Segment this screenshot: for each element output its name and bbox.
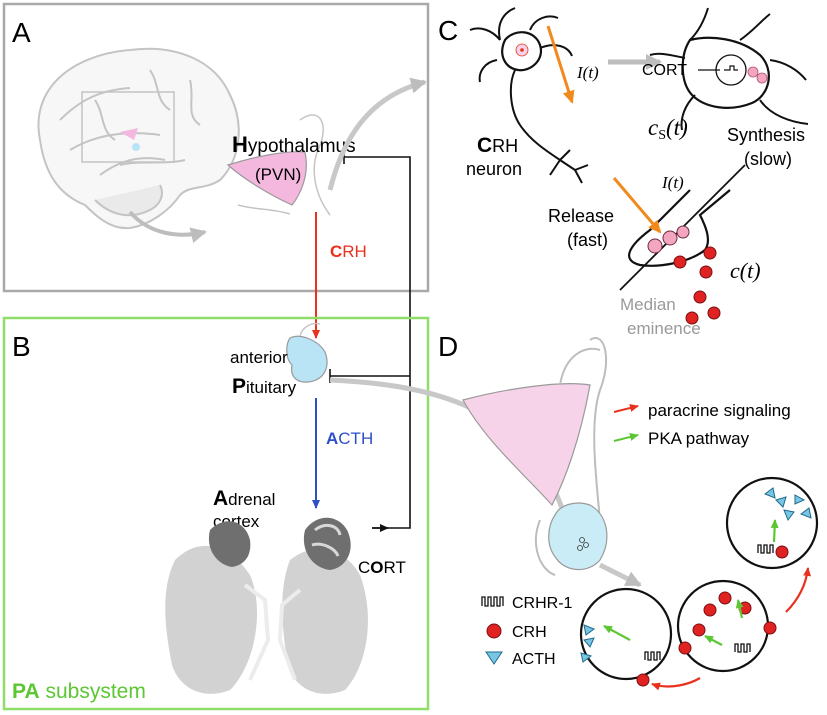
subsystem-label: PA subsystem: [12, 680, 146, 703]
crh-arrow-label: CRH: [330, 242, 367, 261]
brain-pituitary-dot: [132, 143, 140, 151]
key-acth-icon: [485, 651, 503, 665]
vesicle-1: [747, 66, 759, 78]
feedback-lines: [329, 150, 411, 529]
adrenal-label: Adrenal: [213, 487, 275, 510]
cort-label: CORT: [358, 558, 406, 577]
pka-arrows: [603, 519, 779, 646]
legend-pka-arrow: [613, 433, 639, 442]
pvn-label: (PVN): [255, 165, 301, 184]
panel-a-box: [2, 2, 430, 293]
acth-triangles: [580, 487, 812, 663]
vesicle-2: [756, 72, 768, 84]
pituitary-stalk: [299, 322, 321, 337]
released-crh-dots: [673, 246, 721, 325]
synthesis-speed-label: (slow): [744, 149, 792, 169]
synthesis-cell-drawing: [649, 7, 809, 131]
current-arrow-release: [612, 177, 662, 234]
key-crh-label: CRH: [512, 624, 547, 641]
synthesis-label: Synthesis: [727, 125, 805, 145]
acth-arrow-label: ACTH: [326, 429, 373, 448]
hypothalamus-label: Hypothalamus: [232, 132, 356, 157]
release-speed-label: (fast): [567, 230, 608, 250]
current-label-neuron: I(t): [576, 63, 599, 82]
crhr1-receptors: [644, 544, 774, 661]
brain-zoom-box: [81, 91, 175, 163]
panel-b-label: B: [12, 331, 31, 362]
conc-label: c(t): [730, 258, 761, 283]
cort-label-c: CORT: [642, 62, 687, 79]
release-label: Release: [548, 206, 614, 226]
paracrine-arrows: [651, 567, 812, 691]
zoom-arrow-to-c: [327, 77, 427, 191]
zoom-arrow-a: [128, 210, 207, 244]
brain-hypothalamus-dot: [120, 128, 138, 140]
neuron-nucleus-dot: [520, 48, 524, 52]
key-receptor-icon: [481, 596, 504, 607]
hypothalamus-pituitary-drawing: [462, 337, 608, 576]
crh-neuron-label-2: neuron: [466, 159, 522, 179]
current-label-release: I(t): [661, 173, 684, 192]
legend-paracrine-arrow: [613, 404, 639, 413]
release-vesicle-1: [647, 238, 663, 254]
median-label: Median: [620, 295, 676, 314]
legend-pka-label: PKA pathway: [648, 429, 750, 448]
release-vesicle-2: [662, 230, 678, 246]
key-crh-icon: [486, 623, 502, 639]
cs-label: cS(t): [648, 115, 688, 143]
crh-dots-cells: [636, 545, 789, 687]
panel-b-box: [2, 316, 430, 711]
brain-sketch: [37, 47, 240, 230]
panel-c-label: C: [438, 15, 458, 46]
current-arrow-neuron: [546, 25, 575, 104]
key-receptor-label: CRHR-1: [512, 595, 573, 612]
release-vesicle-3: [676, 225, 690, 239]
legend-paracrine-label: paracrine signaling: [648, 401, 791, 420]
pituitary-anterior-label: anterior: [230, 348, 288, 367]
zoom-arrow-to-cells: [598, 562, 642, 588]
pituitary-label: Pituitary: [232, 375, 297, 398]
eminence-label: eminence: [627, 319, 701, 338]
crh-neuron-drawing: [469, 7, 589, 184]
cell-nucleus: [715, 54, 747, 86]
panel-d-label: D: [438, 331, 458, 362]
key-acth-label: ACTH: [512, 651, 556, 668]
corticotroph-cells: [579, 476, 819, 681]
pituitary-drawing: [286, 335, 328, 383]
gene-glyph: [724, 65, 738, 71]
hypothalamus-drawing: [226, 114, 331, 216]
crh-neuron-label: CRH: [477, 134, 518, 157]
kidneys-drawing: [165, 517, 368, 694]
panel-a-label: A: [12, 17, 31, 48]
